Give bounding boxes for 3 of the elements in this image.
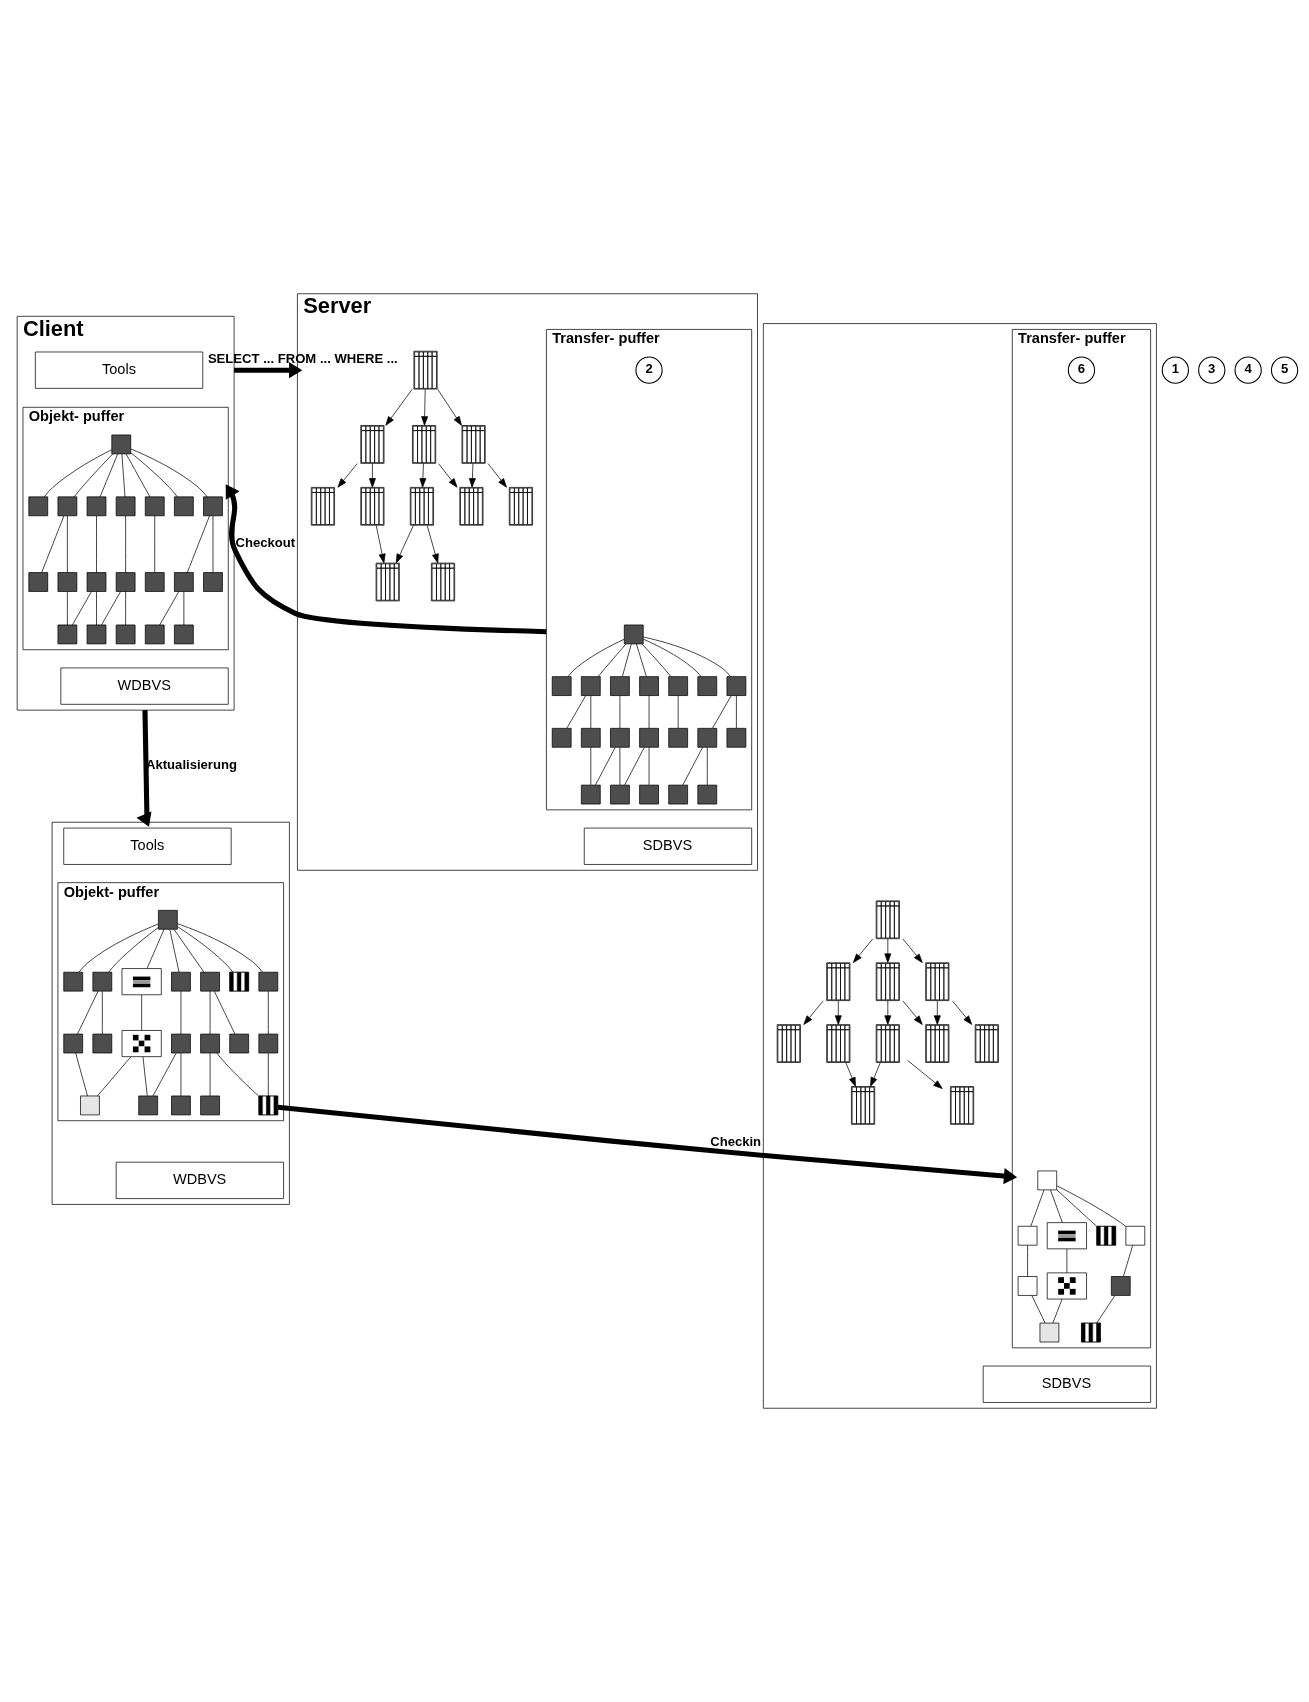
edge-label: Checkin [710,1133,762,1149]
edge-label: Aktualisierung [146,756,237,772]
edge-label: Checkout [235,534,296,550]
